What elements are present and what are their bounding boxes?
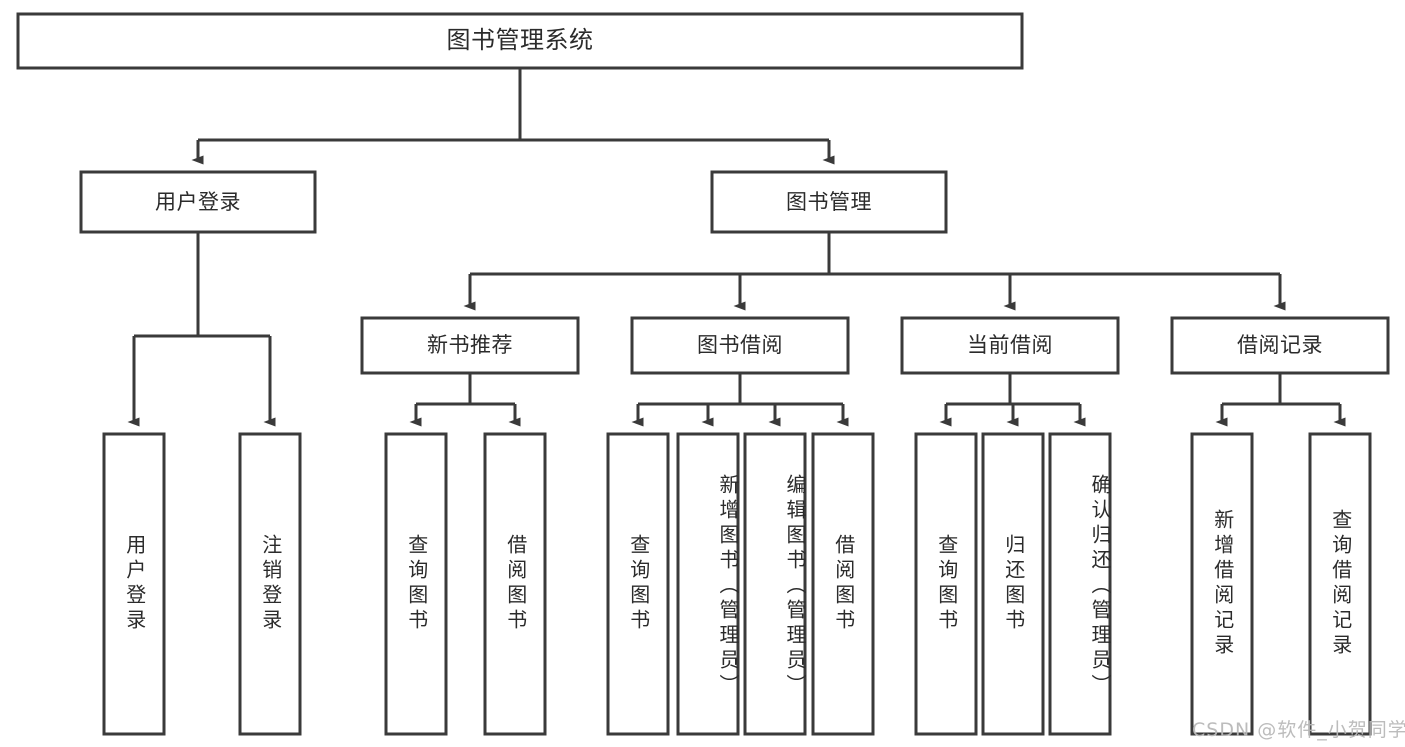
- node-box-leaf-borrow-book-a[interactable]: [483, 432, 547, 736]
- node-box-leaf-query-book-a[interactable]: [384, 432, 448, 736]
- node-box-leaf-logout[interactable]: [238, 432, 302, 736]
- node-box-new-book-rec[interactable]: [360, 316, 580, 375]
- watermark-credit: CSDN @软件_小贺同学: [1192, 719, 1405, 741]
- node-box-leaf-query-book-b[interactable]: [606, 432, 670, 736]
- node-box-root[interactable]: [16, 12, 1024, 70]
- node-box-leaf-add-record[interactable]: [1190, 432, 1254, 736]
- node-box-book-borrow[interactable]: [630, 316, 850, 375]
- node-box-leaf-query-book-c[interactable]: [914, 432, 978, 736]
- node-box-leaf-borrow-book-b[interactable]: [811, 432, 875, 736]
- node-box-current-borrow[interactable]: [900, 316, 1120, 375]
- node-box-leaf-add-book[interactable]: [676, 432, 740, 736]
- node-box-leaf-query-record[interactable]: [1308, 432, 1372, 736]
- node-box-user-login[interactable]: [79, 170, 317, 234]
- node-box-leaf-return-book[interactable]: [981, 432, 1045, 736]
- node-box-book-manage[interactable]: [710, 170, 948, 234]
- node-box-leaf-user-login[interactable]: [102, 432, 166, 736]
- node-box-leaf-confirm-return[interactable]: [1048, 432, 1112, 736]
- node-box-borrow-record[interactable]: [1170, 316, 1390, 375]
- node-box-leaf-edit-book[interactable]: [743, 432, 807, 736]
